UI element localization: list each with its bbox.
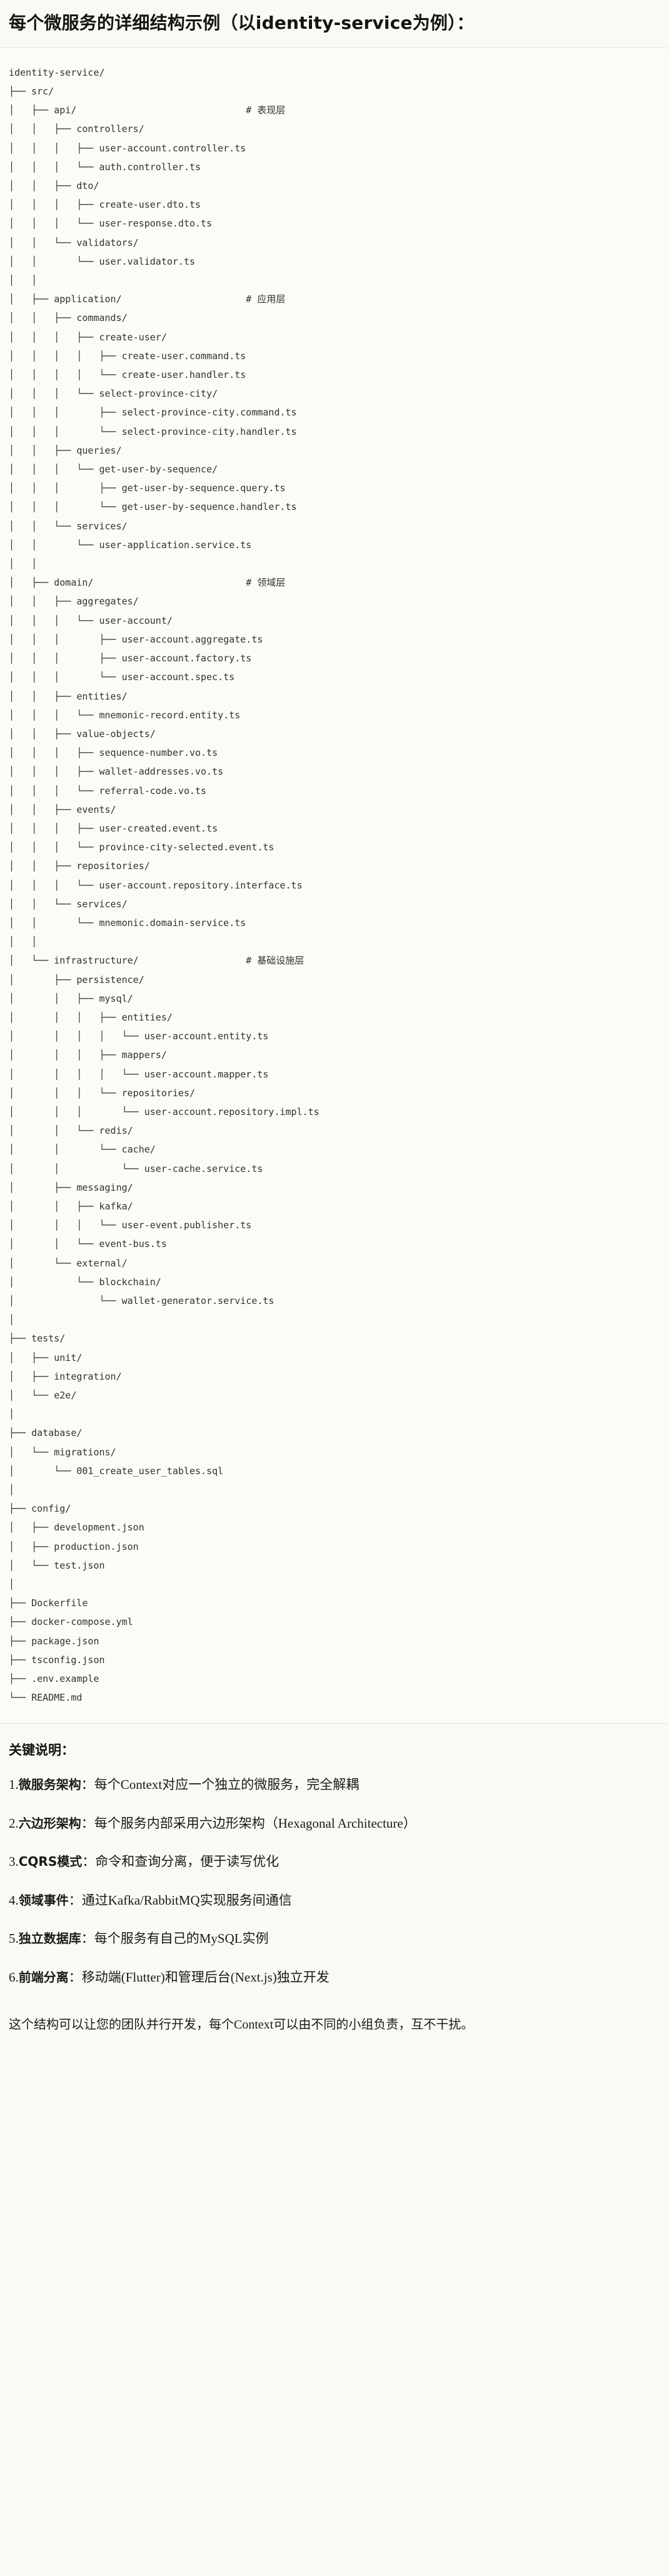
page-title: 每个微服务的详细结构示例（以identity-service为例）： xyxy=(9,13,475,33)
directory-tree-text: identity-service/ ├── src/ │ ├── api/ # … xyxy=(9,66,319,1704)
note-separator: ： xyxy=(81,1777,94,1793)
note-term: CQRS模式 xyxy=(18,1854,83,1870)
note-item: 2.六边形架构：每个服务内部采用六边形架构（Hexagonal Architec… xyxy=(9,1814,660,1834)
note-number: 6. xyxy=(9,1969,19,1985)
note-term: 微服务架构 xyxy=(18,1777,81,1793)
note-term: 独立数据库 xyxy=(18,1931,81,1947)
key-notes-section: 关键说明： 1.微服务架构：每个Context对应一个独立的微服务，完全解耦 2… xyxy=(0,1724,669,2011)
note-item: 5.独立数据库：每个服务有自己的MySQL实例 xyxy=(9,1929,660,1949)
note-item: 6.前端分离：移动端(Flutter)和管理后台(Next.js)独立开发 xyxy=(9,1968,660,1988)
note-description: 每个Context对应一个独立的微服务，完全解耦 xyxy=(94,1777,360,1793)
note-item: 4.领域事件：通过Kafka/RabbitMQ实现服务间通信 xyxy=(9,1891,660,1911)
note-description: 每个服务内部采用六边形架构（Hexagonal Architecture） xyxy=(94,1815,416,1831)
divider-bottom xyxy=(0,1723,669,1724)
note-separator: ： xyxy=(68,1892,82,1908)
note-item: 3.CQRS模式：命令和查询分离，便于读写优化 xyxy=(9,1852,660,1872)
note-separator: ： xyxy=(68,1969,82,1985)
note-number: 3. xyxy=(9,1854,19,1870)
note-separator: ： xyxy=(81,1931,94,1947)
note-description: 每个服务有自己的MySQL实例 xyxy=(94,1931,269,1947)
document-page: 每个微服务的详细结构示例（以identity-service为例）： ident… xyxy=(0,13,669,2032)
note-number: 2. xyxy=(9,1815,19,1831)
note-number: 4. xyxy=(9,1892,19,1908)
key-notes-title: 关键说明： xyxy=(9,1743,74,1758)
directory-tree-block: identity-service/ ├── src/ │ ├── api/ # … xyxy=(0,48,669,1724)
note-number: 1. xyxy=(9,1777,19,1793)
note-description: 命令和查询分离，便于读写优化 xyxy=(95,1854,279,1870)
closing-paragraph: 这个结构可以让您的团队并行开发，每个Context可以由不同的小组负责，互不干扰… xyxy=(9,2018,474,2032)
note-description: 移动端(Flutter)和管理后台(Next.js)独立开发 xyxy=(81,1969,329,1985)
note-separator: ： xyxy=(82,1854,96,1870)
note-number: 5. xyxy=(9,1931,19,1947)
note-term: 前端分离 xyxy=(18,1969,69,1985)
note-term: 六边形架构 xyxy=(18,1815,81,1831)
note-separator: ： xyxy=(81,1815,94,1831)
note-item: 1.微服务架构：每个Context对应一个独立的微服务，完全解耦 xyxy=(9,1775,660,1795)
note-description: 通过Kafka/RabbitMQ实现服务间通信 xyxy=(81,1892,292,1908)
note-term: 领域事件 xyxy=(18,1892,69,1908)
